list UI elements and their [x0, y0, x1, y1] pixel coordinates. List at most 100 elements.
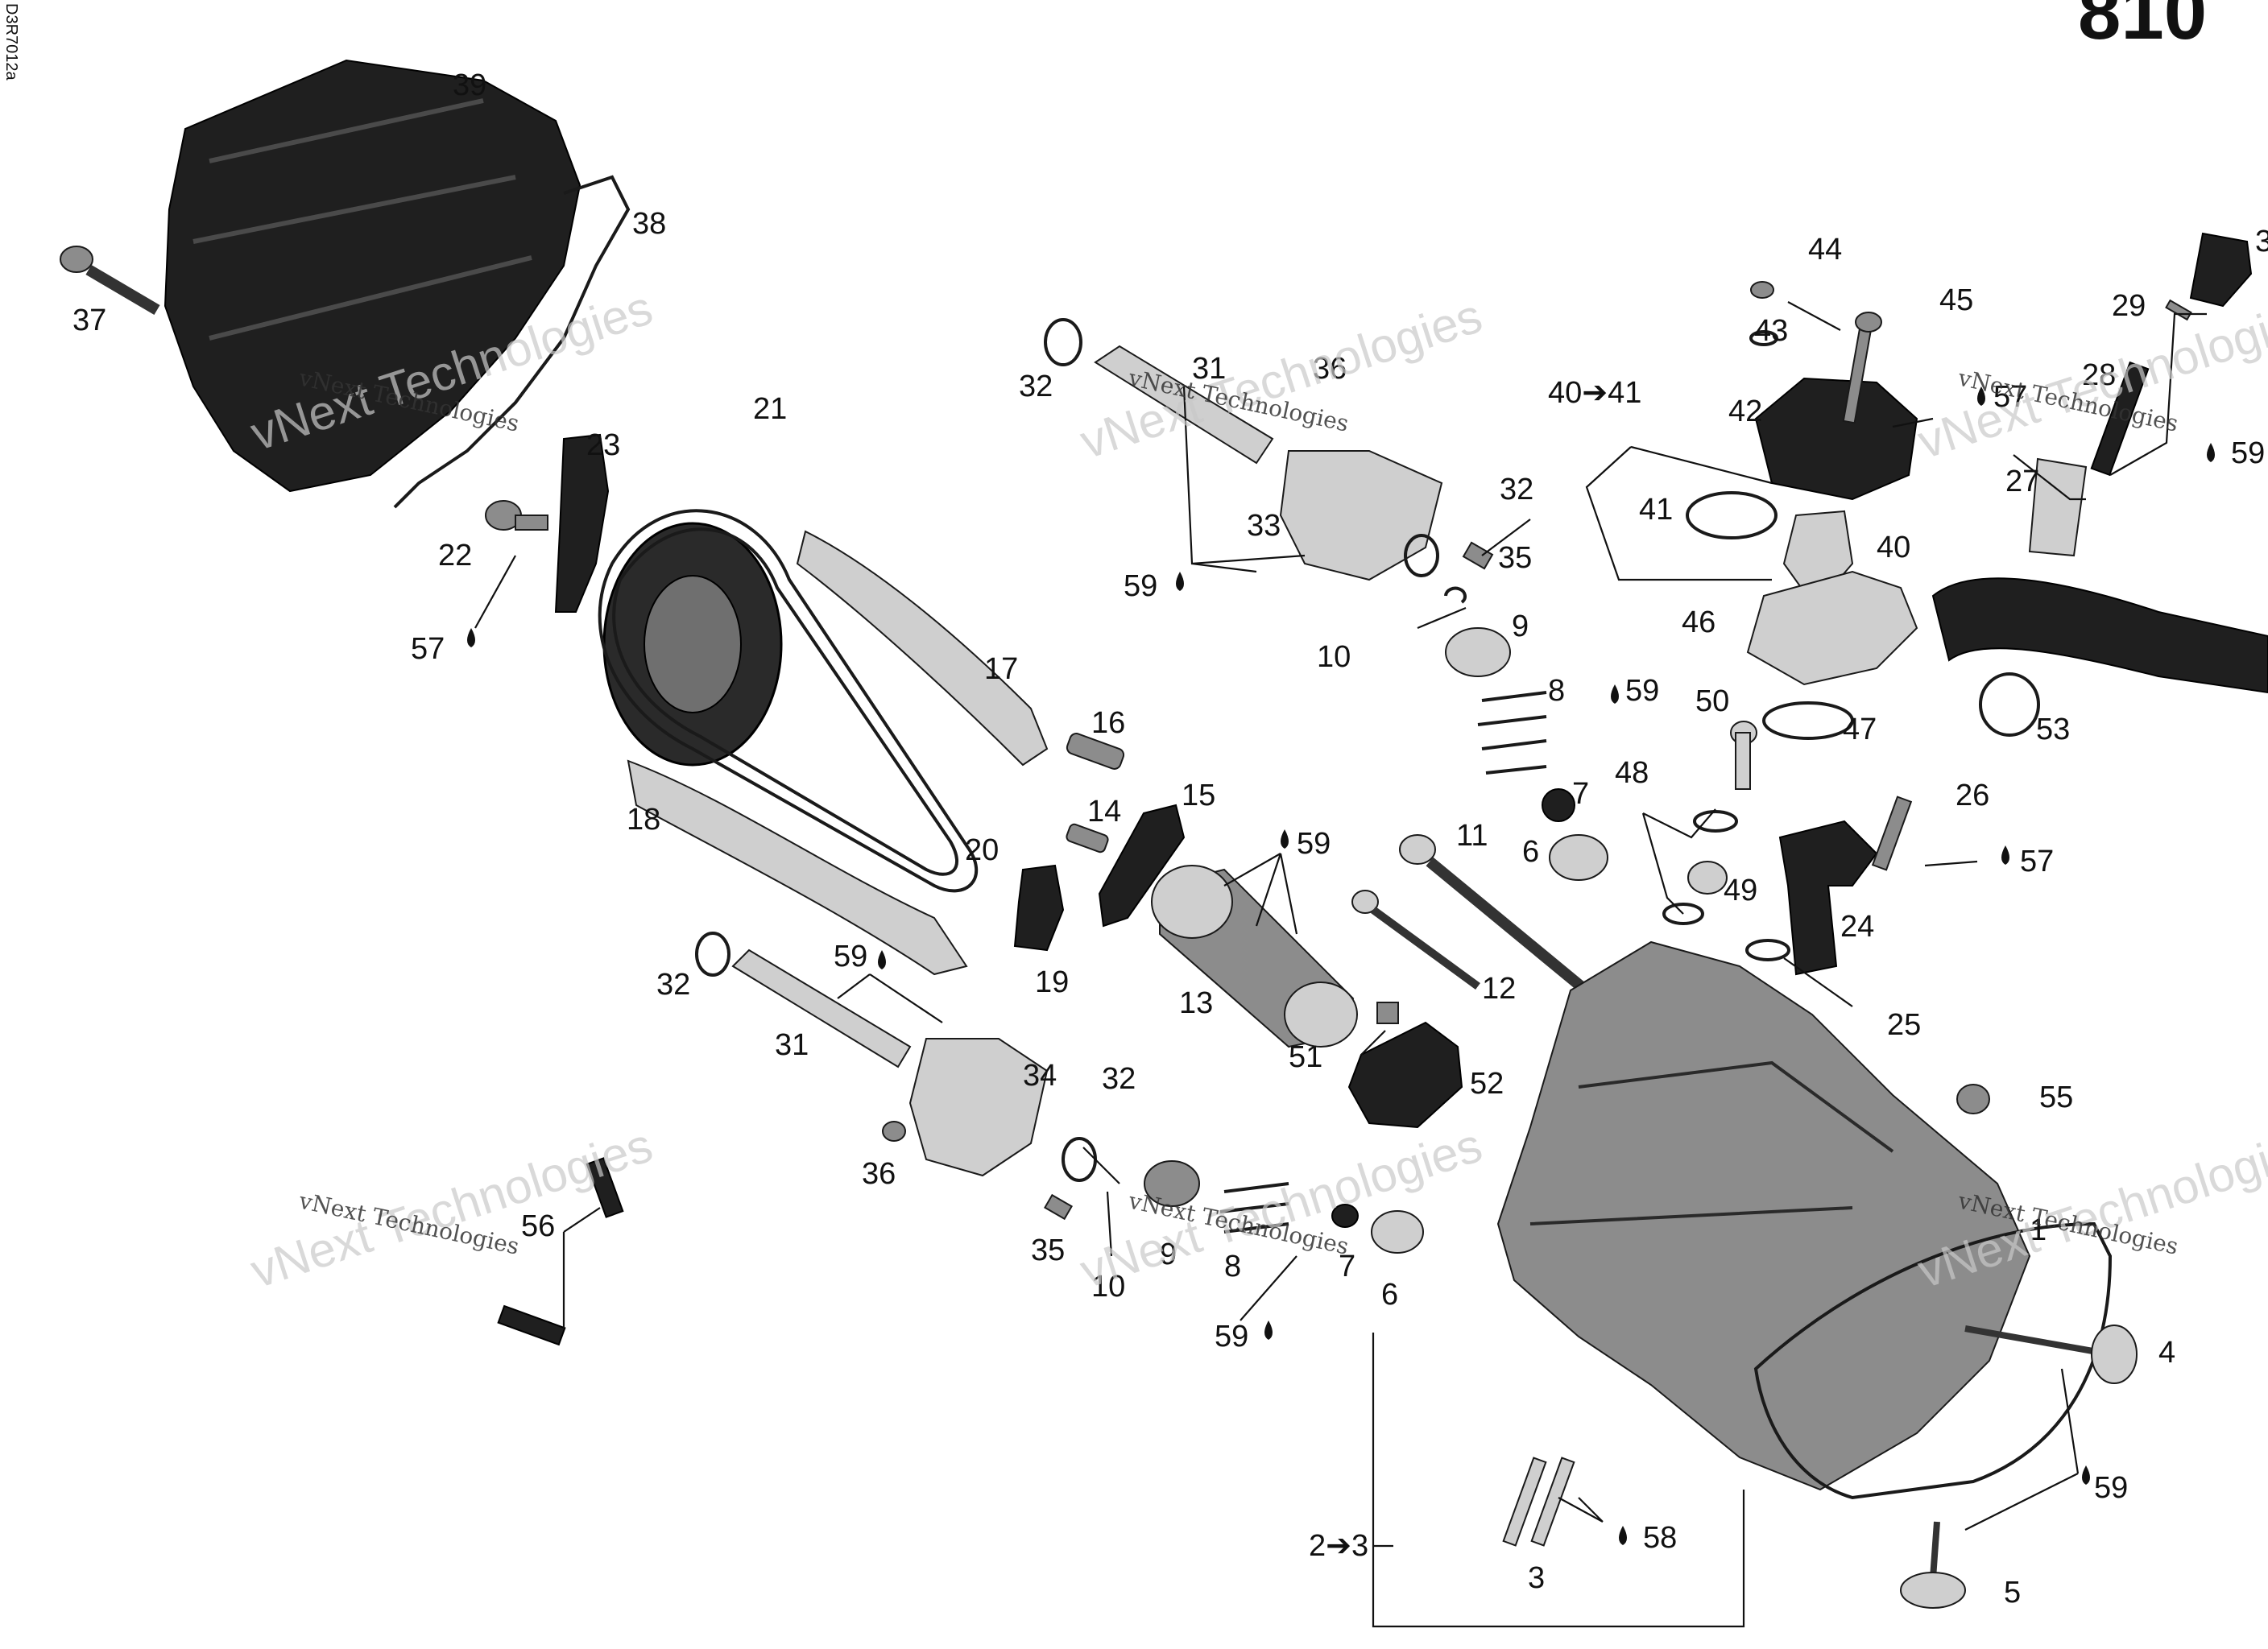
thermostat-seal	[1686, 491, 1778, 539]
tensioner-pin	[1066, 733, 1125, 770]
rocker-shaft-oring-upper	[1044, 318, 1082, 366]
stud-lower	[497, 1304, 566, 1346]
callout-23: 23	[586, 428, 620, 462]
callout-59-e: 59	[2094, 1471, 2128, 1505]
rocker-shaft-oring-lower	[695, 932, 730, 977]
callout-57-a: 57	[411, 632, 445, 666]
coolant-hose	[1931, 577, 2268, 694]
callout-5: 5	[2004, 1576, 2021, 1610]
callout-33: 33	[1247, 509, 1281, 543]
callout-59-f: 59	[834, 940, 867, 973]
callout-17: 17	[984, 652, 1018, 686]
callout-59-c: 59	[1625, 674, 1659, 708]
chain-guide	[627, 759, 968, 976]
valve-cover	[163, 59, 581, 493]
cylinder-head-detail	[1529, 1060, 1894, 1225]
callout-38: 38	[632, 207, 666, 241]
callout-13: 13	[1179, 986, 1213, 1020]
callout-12: 12	[1482, 972, 1516, 1006]
callout-57-b: 57	[1993, 380, 2027, 414]
chain-guide-bracket	[554, 433, 610, 613]
callout-27: 27	[2005, 465, 2039, 498]
sensor-bolt	[1376, 1002, 1399, 1024]
callout-10-a: 10	[1317, 640, 1351, 674]
callout-1: 1	[2030, 1213, 2047, 1247]
oil-filler	[1778, 820, 1878, 976]
bleed-screw	[1750, 281, 1774, 299]
oring-32	[1404, 534, 1439, 577]
callout-49: 49	[1724, 874, 1757, 907]
thermostat-housing	[1754, 377, 1918, 501]
hose-clamp	[1979, 672, 2040, 737]
callout-7-b: 7	[1339, 1250, 1355, 1283]
temperature-sensor	[2189, 232, 2253, 308]
filler-oring	[1745, 939, 1790, 961]
intake-valve	[1900, 1521, 1966, 1609]
callout-9-a: 9	[1512, 610, 1529, 643]
washer-29	[2165, 299, 2192, 321]
callout-8-a: 8	[1548, 674, 1565, 708]
callout-30: 3	[2255, 225, 2268, 258]
callout-25: 25	[1887, 1008, 1921, 1042]
exhaust-valve	[1964, 1325, 2138, 1384]
sealing-washer-lower	[1662, 903, 1704, 925]
callout-26: 26	[1956, 779, 1989, 812]
callout-16: 16	[1091, 706, 1125, 740]
banjo-bolt	[1735, 732, 1751, 790]
decompressor-lever	[1098, 804, 1186, 928]
valve-cover-gasket	[393, 175, 631, 509]
spring-seat	[1549, 834, 1608, 881]
fitting-27	[2028, 457, 2088, 557]
callout-42: 42	[1728, 395, 1762, 428]
rocker-arm-exhaust	[1279, 450, 1443, 581]
callout-40: 40	[1877, 531, 1910, 564]
callout-41: 41	[1639, 493, 1673, 527]
callout-58: 58	[1643, 1521, 1677, 1555]
callout-46: 46	[1682, 605, 1715, 639]
callout-37: 37	[72, 304, 106, 337]
cover-bolt	[60, 246, 160, 316]
callout-56: 56	[521, 1209, 555, 1243]
housing-bolt-head	[1855, 312, 1882, 333]
sealing-washer-upper	[1693, 810, 1738, 833]
valve-stem-seal-lower	[1331, 1204, 1359, 1228]
callout-34: 34	[1023, 1059, 1057, 1093]
dowel-pins	[1502, 1457, 1575, 1547]
oring-32-lower	[1062, 1137, 1097, 1182]
camshaft-sprocket-key	[1013, 864, 1065, 952]
adjuster-screw	[1462, 541, 1494, 570]
sprocket-bolt	[1066, 823, 1109, 853]
callout-36-a: 36	[1313, 352, 1347, 386]
callout-36-b: 36	[862, 1157, 896, 1191]
banjo-fitting	[1687, 861, 1728, 895]
callout-2-3: 2➔3	[1309, 1529, 1368, 1563]
stud-upper	[586, 1157, 624, 1218]
callout-4: 4	[2158, 1336, 2175, 1370]
figure-reference: D3R7012a	[2, 3, 20, 81]
callout-6-b: 6	[1381, 1278, 1398, 1312]
callout-59-a: 59	[1297, 827, 1331, 861]
callout-59-b: 59	[1124, 569, 1157, 603]
valve-spring-lower	[1219, 1182, 1289, 1234]
callout-59-d: 59	[2231, 436, 2265, 470]
adjuster-nut	[882, 1121, 906, 1142]
outlet-oring	[1762, 701, 1854, 740]
head-bolt-short	[1351, 890, 1480, 990]
camshaft-position-sensor	[1347, 1021, 1463, 1129]
callout-55: 55	[2039, 1081, 2073, 1114]
callout-20: 20	[965, 833, 999, 867]
callout-32-c: 32	[656, 968, 690, 1002]
head-nut	[1956, 1084, 1990, 1114]
callout-39: 39	[453, 68, 486, 102]
callout-32-a: 32	[1019, 370, 1053, 403]
bleed-screw-washer	[1749, 330, 1778, 346]
diagram-code: 810	[2078, 0, 2207, 56]
adjuster-screw-lower	[1044, 1193, 1073, 1221]
callout-35-a: 35	[1498, 541, 1532, 575]
valve-keeper	[1444, 586, 1467, 604]
callout-9-b: 9	[1160, 1238, 1177, 1271]
spring-retainer-lower	[1144, 1160, 1200, 1207]
spring-retainer	[1445, 627, 1511, 677]
leader-lines	[474, 301, 2207, 1628]
